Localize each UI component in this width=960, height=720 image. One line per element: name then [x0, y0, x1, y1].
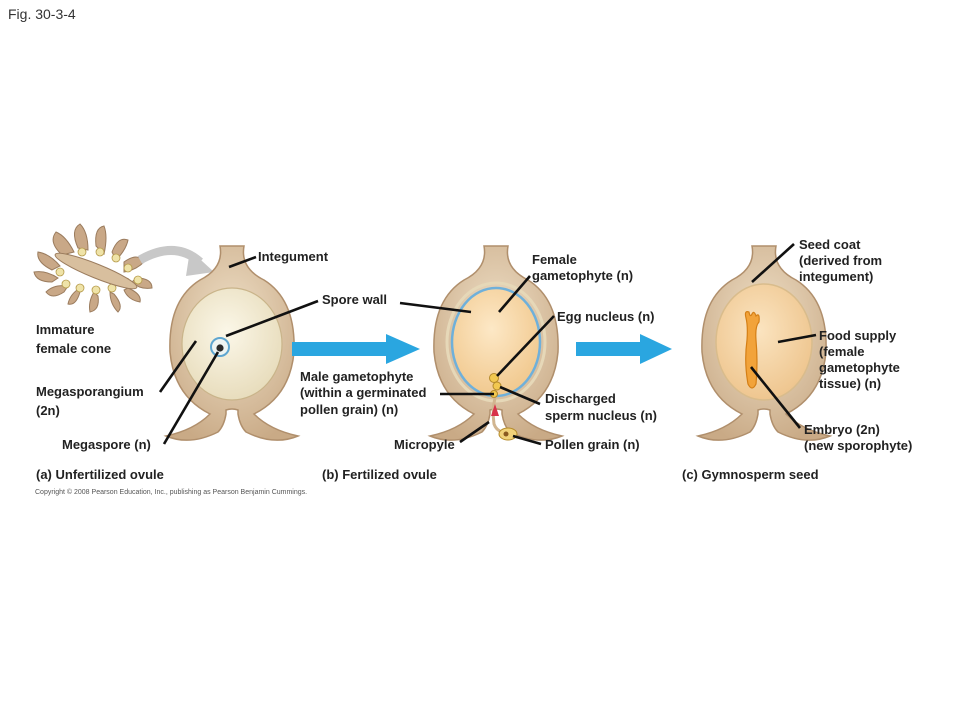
label-immature-cone-2: female cone: [36, 341, 112, 356]
label-male-gametophyte-1: Male gametophyte: [300, 369, 414, 384]
label-food-supply-2: (female: [819, 344, 865, 359]
megasporangium: [181, 287, 283, 401]
label-micropyle: Micropyle: [394, 437, 455, 452]
leader-female-gametophyte: [498, 275, 531, 313]
immature-female-cone: [33, 223, 153, 313]
label-food-supply-4: tissue) (n): [819, 376, 882, 391]
embryo-shape: [744, 311, 760, 389]
pollen-tube-arrow: [491, 404, 499, 416]
label-egg-nucleus: Egg nucleus (n): [557, 309, 655, 324]
label-food-supply-3: gametophyte: [819, 360, 900, 375]
label-food-supply-1: Food supply: [819, 328, 897, 343]
leader-integument: [228, 255, 257, 269]
label-integument: Integument: [258, 249, 329, 264]
caption-c: (c) Gymnosperm seed: [682, 467, 819, 482]
label-embryo-2: (new sporophyte): [804, 438, 913, 453]
label-megasporangium-2: (2n): [36, 403, 60, 418]
label-seed-coat-2: (derived from: [799, 253, 883, 268]
leader-lines: [158, 243, 817, 446]
label-male-gametophyte-3: pollen grain) (n): [300, 402, 399, 417]
leader-egg-nucleus: [496, 315, 555, 377]
label-seed-coat-3: integument): [799, 269, 874, 284]
caption-a: (a) Unfertilized ovule: [36, 467, 164, 482]
leader-megaspore: [162, 351, 220, 445]
label-spore-wall: Spore wall: [322, 292, 388, 307]
label-male-gametophyte-2: (within a germinated: [300, 385, 427, 400]
fertilized-ovule: [427, 245, 565, 441]
label-immature-cone-1: Immature: [36, 322, 95, 337]
unfertilized-ovule: [163, 245, 301, 441]
megasporangium-rim: [445, 281, 547, 403]
arrow-b-to-c: [576, 334, 672, 364]
pollen-tube: [491, 397, 503, 434]
leader-pollen-grain: [512, 434, 542, 446]
pollen-grain-b: [498, 427, 518, 441]
leader-spore-wall: [225, 299, 319, 338]
gymnosperm-seed: [695, 245, 833, 441]
label-megaspore: Megaspore (n): [62, 437, 151, 452]
label-seed-coat-1: Seed coat: [799, 237, 861, 252]
curved-arrow-head: [186, 250, 214, 276]
food-supply: [715, 283, 813, 401]
leader-megasporangium: [158, 340, 198, 393]
label-megasporangium-1: Megasporangium: [36, 384, 144, 399]
label-female-gametophyte-1: Female: [532, 252, 577, 267]
label-embryo-1: Embryo (2n): [804, 422, 880, 437]
leader-embryo: [749, 366, 802, 429]
arrow-a-to-b: [292, 334, 420, 364]
label-discharged-1: Discharged: [545, 391, 616, 406]
leader-seed-coat: [751, 243, 795, 283]
figure-number: Fig. 30-3-4: [8, 6, 76, 22]
leader-spore-wall-b: [399, 301, 472, 314]
cone-axis: [54, 252, 138, 290]
label-female-gametophyte-2: gametophyte (n): [532, 268, 634, 283]
megaspore-nucleus: [216, 344, 224, 352]
label-pollen-grain: Pollen grain (n): [545, 437, 640, 452]
cone-seeds: [55, 247, 143, 295]
caption-b: (b) Fertilized ovule: [322, 467, 437, 482]
copyright-notice: Copyright © 2008 Pearson Education, Inc.…: [35, 489, 308, 496]
leader-discharged: [499, 385, 541, 406]
leader-food-supply: [777, 333, 817, 344]
label-discharged-2: sperm nucleus (n): [545, 408, 657, 423]
leader-micropyle: [459, 420, 490, 444]
